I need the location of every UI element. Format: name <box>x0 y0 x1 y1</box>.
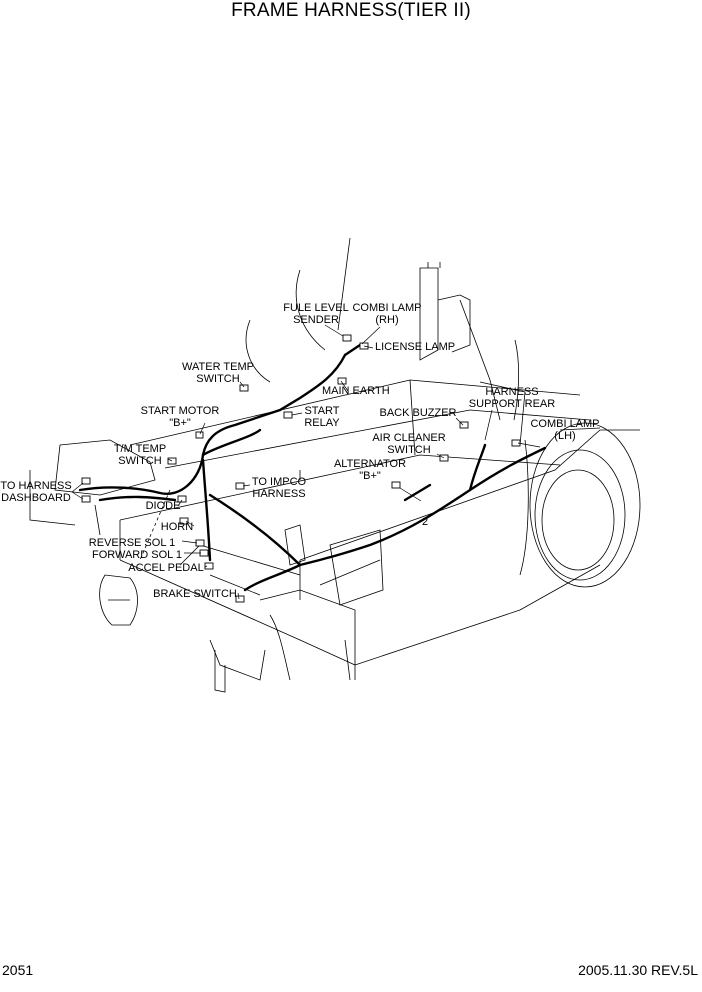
connector-main-earth <box>337 377 347 385</box>
label-back-buzzer: BACK BUZZER <box>379 407 456 419</box>
label-main-earth: MAIN EARTH <box>322 385 390 397</box>
connector-alternator <box>391 481 401 489</box>
label-forward-sol: FORWARD SOL 1 <box>92 549 182 561</box>
label-water-temp-2: SWITCH <box>196 373 239 385</box>
label-tm-temp-2: SWITCH <box>118 455 161 467</box>
page-title: FRAME HARNESS(TIER II) <box>231 0 471 21</box>
label-dashboard-2: DASHBOARD <box>1 492 71 504</box>
label-alternator-2: "B+" <box>359 470 381 482</box>
connector-dashboard-2 <box>81 495 91 503</box>
connector-water-temp <box>239 384 249 392</box>
page-number: 2051 <box>2 962 34 978</box>
label-harness-support-1: HARNESS <box>485 386 538 398</box>
label-start-relay-2: RELAY <box>304 417 340 429</box>
label-combi-lamp-lh-2: (LH) <box>554 430 575 442</box>
label-brake-switch: BRAKE SWITCH <box>153 588 237 600</box>
label-start-motor-1: START MOTOR <box>141 405 220 417</box>
label-reverse-sol: REVERSE SOL 1 <box>89 537 175 549</box>
label-air-cleaner-1: AIR CLEANER <box>372 432 445 444</box>
label-fule-level-1: FULE LEVEL <box>283 302 348 314</box>
label-combi-lamp-rh-2: (RH) <box>375 314 398 326</box>
connector-accel-pedal <box>204 562 214 570</box>
label-horn: HORN <box>161 521 193 533</box>
connector-diode <box>177 495 187 503</box>
label-dashboard-1: TO HARNESS <box>0 480 71 492</box>
label-diode: DIODE <box>146 500 181 512</box>
label-impco-1: TO IMPCO <box>252 476 307 488</box>
label-impco-2: HARNESS <box>252 488 305 500</box>
label-tm-temp-1: T/M TEMP <box>114 443 166 455</box>
revision-date: 2005.11.30 REV.5L <box>578 962 698 978</box>
label-alternator-1: ALTERNATOR <box>334 458 406 470</box>
connector-back-buzzer <box>459 421 469 429</box>
connector-dashboard <box>81 477 91 485</box>
label-water-temp-1: WATER TEMP <box>182 361 254 373</box>
connector-start-relay <box>283 411 293 419</box>
chassis-outline <box>29 237 641 693</box>
connector-combi-lamp-lh <box>511 439 521 447</box>
label-accel-pedal: ACCEL PEDAL <box>128 562 203 574</box>
label-harness-support-2: SUPPORT REAR <box>469 398 555 410</box>
callout-labels: FULE LEVEL SENDER COMBI LAMP (RH) LICENS… <box>0 302 599 600</box>
label-combi-lamp-lh-1: COMBI LAMP <box>530 418 599 430</box>
label-start-motor-2: "B+" <box>169 417 191 429</box>
connector-start-motor <box>195 431 204 439</box>
leader-lines <box>71 324 541 600</box>
connector-forward-sol <box>199 549 209 557</box>
label-air-cleaner-2: SWITCH <box>387 444 430 456</box>
label-start-relay-1: START <box>304 405 339 417</box>
label-combi-lamp-rh-1: COMBI LAMP <box>352 302 421 314</box>
label-license-lamp: LICENSE LAMP <box>375 341 455 353</box>
connector-brake-switch <box>235 595 245 603</box>
connector-impco <box>235 482 245 490</box>
connector-fuel-sender <box>342 334 352 342</box>
connector-reverse-sol <box>195 539 205 547</box>
harness-wires <box>78 343 547 592</box>
label-item-2: 2 <box>422 516 428 528</box>
label-fule-level-2: SENDER <box>293 314 339 326</box>
connector-horn <box>179 517 189 525</box>
